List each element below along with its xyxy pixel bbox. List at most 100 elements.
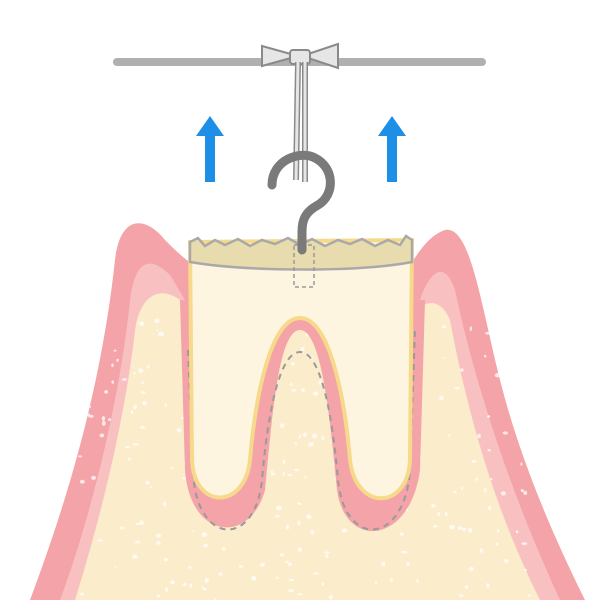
bone-speckle — [304, 475, 307, 479]
bone-speckle — [500, 491, 506, 496]
bone-speckle — [170, 466, 174, 469]
bone-speckle — [496, 529, 500, 533]
bone-speckle — [313, 572, 320, 575]
bone-speckle — [520, 347, 525, 352]
bone-speckle — [87, 413, 91, 417]
bone-speckle — [302, 432, 307, 438]
bone-speckle — [96, 539, 103, 542]
bone-speckle — [488, 506, 492, 511]
bone-speckle — [156, 540, 161, 545]
bone-speckle — [111, 363, 114, 368]
bone-speckle — [182, 582, 187, 587]
bone-speckle — [296, 593, 303, 596]
bone-speckle — [527, 420, 533, 426]
bone-speckle — [114, 565, 117, 568]
bone-speckle — [251, 575, 257, 581]
bone-speckle — [464, 585, 469, 589]
bone-speckle — [289, 382, 293, 387]
bone-speckle — [300, 346, 305, 352]
bone-speckle — [158, 331, 164, 337]
up-arrow-icon — [378, 116, 406, 182]
bone-speckle — [468, 527, 473, 533]
bone-speckle — [116, 358, 119, 362]
original-root-position — [187, 329, 416, 531]
bone-speckle — [526, 398, 529, 402]
bone-speckle — [79, 479, 85, 484]
bone-speckle — [311, 433, 318, 438]
bone-speckle — [156, 594, 161, 598]
bone-speckle — [515, 319, 519, 322]
bone-speckle — [282, 459, 286, 465]
bone-speckle — [279, 553, 284, 557]
bone-speckle — [140, 391, 146, 394]
bone-speckle — [187, 566, 192, 569]
bone-speckle — [494, 373, 501, 378]
bone-speckle — [475, 478, 479, 481]
bone-speckle — [490, 477, 493, 481]
bone-speckle — [527, 594, 531, 597]
bone-speckle — [291, 388, 297, 392]
bone-speckle — [142, 401, 147, 406]
bone-speckle — [401, 550, 408, 554]
bone-speckle — [201, 586, 204, 590]
bone-speckle — [139, 425, 146, 429]
bone-speckle — [328, 594, 334, 600]
bone-speckle — [288, 589, 294, 593]
bone-speckle — [515, 530, 519, 534]
bone-speckle — [442, 357, 445, 360]
bone-speckle — [134, 540, 141, 544]
bone-speckle — [274, 515, 280, 518]
bone-speckle — [503, 558, 509, 563]
bone-speckle — [294, 468, 300, 472]
bone-speckle — [312, 391, 319, 396]
bone-speckle — [533, 437, 540, 442]
bone-speckle — [289, 578, 294, 582]
bone-speckle — [298, 433, 301, 439]
bone-speckle — [520, 489, 525, 493]
bone-speckle — [389, 578, 393, 583]
bone-speckle — [101, 420, 106, 426]
bone-speckle — [133, 404, 138, 410]
bone-speckle — [374, 581, 378, 585]
bone-speckle — [483, 488, 487, 493]
bone-speckle — [170, 580, 175, 585]
bone-speckle — [181, 416, 185, 420]
bone-speckle — [321, 435, 325, 441]
bone-speckle — [460, 368, 464, 372]
bone-speckle — [297, 520, 301, 526]
bone-speckle — [182, 477, 187, 480]
bone-speckle — [502, 431, 509, 435]
bone-speckle — [202, 543, 209, 548]
bone-speckle — [529, 319, 532, 324]
bone-speckle — [259, 562, 265, 567]
bone-speckle — [130, 410, 134, 414]
bone-speckle — [276, 505, 282, 511]
bone-speckle — [238, 565, 244, 568]
bone-speckle — [442, 325, 447, 329]
bone-speckle — [431, 503, 436, 508]
bone-speckle — [521, 542, 528, 545]
bone-speckle — [454, 386, 461, 390]
bone-speckle — [140, 381, 145, 384]
bone-speckle — [479, 548, 484, 553]
bone-speckle — [297, 502, 302, 505]
bone-speckle — [192, 530, 195, 533]
bone-speckle — [524, 342, 530, 345]
bone-speckle — [495, 542, 499, 546]
bone-speckle — [523, 568, 527, 572]
bone-speckle — [530, 447, 533, 452]
bone-speckle — [270, 470, 274, 473]
bone-speckle — [146, 365, 150, 369]
bone-speckle — [113, 349, 117, 352]
bone-speckle — [280, 423, 285, 428]
bone-speckle — [406, 562, 410, 567]
bone-speckle — [145, 480, 150, 485]
bone-speckle — [487, 415, 491, 418]
ligature-inner — [294, 61, 300, 181]
bone-speckle — [287, 562, 293, 566]
wire-knot-icon — [261, 42, 339, 70]
bone-speckle — [127, 457, 132, 461]
bone-speckle — [381, 563, 384, 566]
bone-speckle — [527, 368, 530, 371]
